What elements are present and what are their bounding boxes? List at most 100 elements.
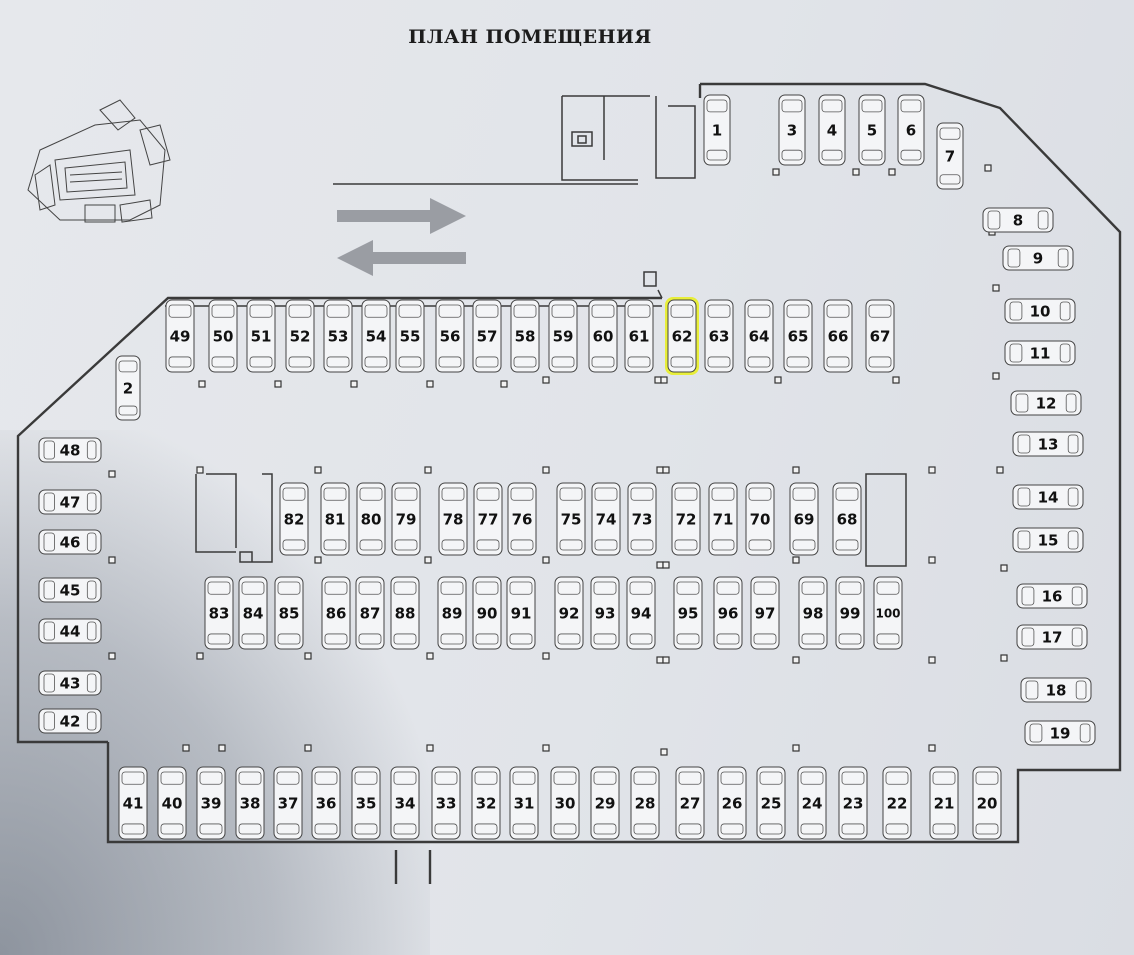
- parking-spot-47[interactable]: 47: [38, 489, 102, 515]
- parking-spot-65[interactable]: 65: [783, 299, 813, 373]
- parking-spot-51[interactable]: 51: [246, 299, 276, 373]
- parking-spot-98[interactable]: 98: [798, 576, 828, 650]
- parking-spot-21[interactable]: 21: [929, 766, 959, 840]
- parking-spot-5[interactable]: 5: [858, 94, 886, 166]
- parking-spot-89[interactable]: 89: [437, 576, 467, 650]
- parking-spot-25[interactable]: 25: [756, 766, 786, 840]
- parking-spot-68[interactable]: 68: [832, 482, 862, 556]
- parking-spot-62[interactable]: 62: [665, 297, 699, 375]
- parking-spot-56[interactable]: 56: [435, 299, 465, 373]
- parking-spot-29[interactable]: 29: [590, 766, 620, 840]
- parking-spot-72[interactable]: 72: [671, 482, 701, 556]
- parking-spot-11[interactable]: 11: [1004, 340, 1076, 366]
- parking-spot-78[interactable]: 78: [438, 482, 468, 556]
- parking-spot-75[interactable]: 75: [556, 482, 586, 556]
- parking-spot-91[interactable]: 91: [506, 576, 536, 650]
- parking-spot-37[interactable]: 37: [273, 766, 303, 840]
- parking-spot-8[interactable]: 8: [982, 207, 1054, 233]
- parking-spot-83[interactable]: 83: [204, 576, 234, 650]
- parking-spot-76[interactable]: 76: [507, 482, 537, 556]
- parking-spot-64[interactable]: 64: [744, 299, 774, 373]
- parking-spot-58[interactable]: 58: [510, 299, 540, 373]
- parking-spot-67[interactable]: 67: [865, 299, 895, 373]
- parking-spot-59[interactable]: 59: [548, 299, 578, 373]
- parking-spot-71[interactable]: 71: [708, 482, 738, 556]
- parking-spot-95[interactable]: 95: [673, 576, 703, 650]
- parking-spot-53[interactable]: 53: [323, 299, 353, 373]
- parking-spot-10[interactable]: 10: [1004, 298, 1076, 324]
- parking-spot-13[interactable]: 13: [1012, 431, 1084, 457]
- parking-spot-19[interactable]: 19: [1024, 720, 1096, 746]
- parking-spot-69[interactable]: 69: [789, 482, 819, 556]
- parking-spot-41[interactable]: 41: [118, 766, 148, 840]
- parking-spot-57[interactable]: 57: [472, 299, 502, 373]
- parking-spot-43[interactable]: 43: [38, 670, 102, 696]
- parking-spot-46[interactable]: 46: [38, 529, 102, 555]
- parking-spot-100[interactable]: 100: [873, 576, 903, 650]
- parking-spot-79[interactable]: 79: [391, 482, 421, 556]
- parking-spot-97[interactable]: 97: [750, 576, 780, 650]
- parking-spot-24[interactable]: 24: [797, 766, 827, 840]
- parking-spot-3[interactable]: 3: [778, 94, 806, 166]
- parking-spot-31[interactable]: 31: [509, 766, 539, 840]
- parking-spot-66[interactable]: 66: [823, 299, 853, 373]
- parking-spot-61[interactable]: 61: [624, 299, 654, 373]
- parking-spot-70[interactable]: 70: [745, 482, 775, 556]
- parking-spot-55[interactable]: 55: [395, 299, 425, 373]
- parking-spot-9[interactable]: 9: [1002, 245, 1074, 271]
- parking-spot-34[interactable]: 34: [390, 766, 420, 840]
- parking-spot-86[interactable]: 86: [321, 576, 351, 650]
- parking-spot-14[interactable]: 14: [1012, 484, 1084, 510]
- parking-spot-4[interactable]: 4: [818, 94, 846, 166]
- parking-spot-40[interactable]: 40: [157, 766, 187, 840]
- parking-spot-48[interactable]: 48: [38, 437, 102, 463]
- parking-spot-87[interactable]: 87: [355, 576, 385, 650]
- parking-spot-80[interactable]: 80: [356, 482, 386, 556]
- parking-spot-45[interactable]: 45: [38, 577, 102, 603]
- parking-spot-20[interactable]: 20: [972, 766, 1002, 840]
- parking-spot-12[interactable]: 12: [1010, 390, 1082, 416]
- parking-spot-44[interactable]: 44: [38, 618, 102, 644]
- parking-spot-1[interactable]: 1: [703, 94, 731, 166]
- parking-spot-30[interactable]: 30: [550, 766, 580, 840]
- parking-spot-54[interactable]: 54: [361, 299, 391, 373]
- parking-spot-77[interactable]: 77: [473, 482, 503, 556]
- parking-spot-36[interactable]: 36: [311, 766, 341, 840]
- parking-spot-15[interactable]: 15: [1012, 527, 1084, 553]
- parking-spot-52[interactable]: 52: [285, 299, 315, 373]
- parking-spot-94[interactable]: 94: [626, 576, 656, 650]
- parking-spot-38[interactable]: 38: [235, 766, 265, 840]
- parking-spot-92[interactable]: 92: [554, 576, 584, 650]
- parking-spot-50[interactable]: 50: [208, 299, 238, 373]
- parking-spot-33[interactable]: 33: [431, 766, 461, 840]
- parking-spot-22[interactable]: 22: [882, 766, 912, 840]
- parking-spot-82[interactable]: 82: [279, 482, 309, 556]
- parking-spot-28[interactable]: 28: [630, 766, 660, 840]
- parking-spot-85[interactable]: 85: [274, 576, 304, 650]
- parking-spot-60[interactable]: 60: [588, 299, 618, 373]
- parking-spot-74[interactable]: 74: [591, 482, 621, 556]
- parking-spot-90[interactable]: 90: [472, 576, 502, 650]
- parking-spot-6[interactable]: 6: [897, 94, 925, 166]
- parking-spot-16[interactable]: 16: [1016, 583, 1088, 609]
- parking-spot-26[interactable]: 26: [717, 766, 747, 840]
- parking-spot-88[interactable]: 88: [390, 576, 420, 650]
- parking-spot-42[interactable]: 42: [38, 708, 102, 734]
- parking-spot-23[interactable]: 23: [838, 766, 868, 840]
- parking-spot-49[interactable]: 49: [165, 299, 195, 373]
- parking-spot-96[interactable]: 96: [713, 576, 743, 650]
- parking-spot-17[interactable]: 17: [1016, 624, 1088, 650]
- parking-spot-81[interactable]: 81: [320, 482, 350, 556]
- parking-spot-32[interactable]: 32: [471, 766, 501, 840]
- parking-spot-18[interactable]: 18: [1020, 677, 1092, 703]
- parking-spot-93[interactable]: 93: [590, 576, 620, 650]
- parking-spot-39[interactable]: 39: [196, 766, 226, 840]
- parking-spot-63[interactable]: 63: [704, 299, 734, 373]
- parking-spot-7[interactable]: 7: [936, 122, 964, 190]
- parking-spot-2[interactable]: 2: [115, 355, 141, 421]
- parking-spot-73[interactable]: 73: [627, 482, 657, 556]
- parking-spot-84[interactable]: 84: [238, 576, 268, 650]
- parking-spot-99[interactable]: 99: [835, 576, 865, 650]
- parking-spot-27[interactable]: 27: [675, 766, 705, 840]
- parking-spot-35[interactable]: 35: [351, 766, 381, 840]
